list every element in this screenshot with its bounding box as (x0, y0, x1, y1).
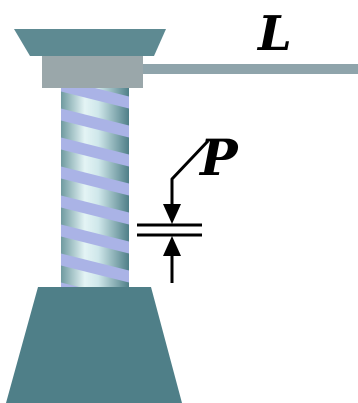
pitch-up-arrowhead (163, 236, 181, 256)
base (6, 287, 182, 403)
collar (42, 56, 143, 88)
top-plate (14, 29, 166, 56)
pitch-leader-line (170, 139, 210, 210)
pitch-down-arrowhead (163, 204, 181, 224)
screw-shaft (61, 88, 129, 288)
lever-arm (142, 64, 358, 74)
screw-threads (61, 88, 129, 288)
lever-length-label: L (256, 6, 292, 62)
pitch-dimension (137, 139, 210, 283)
pitch-label: P (198, 128, 239, 187)
